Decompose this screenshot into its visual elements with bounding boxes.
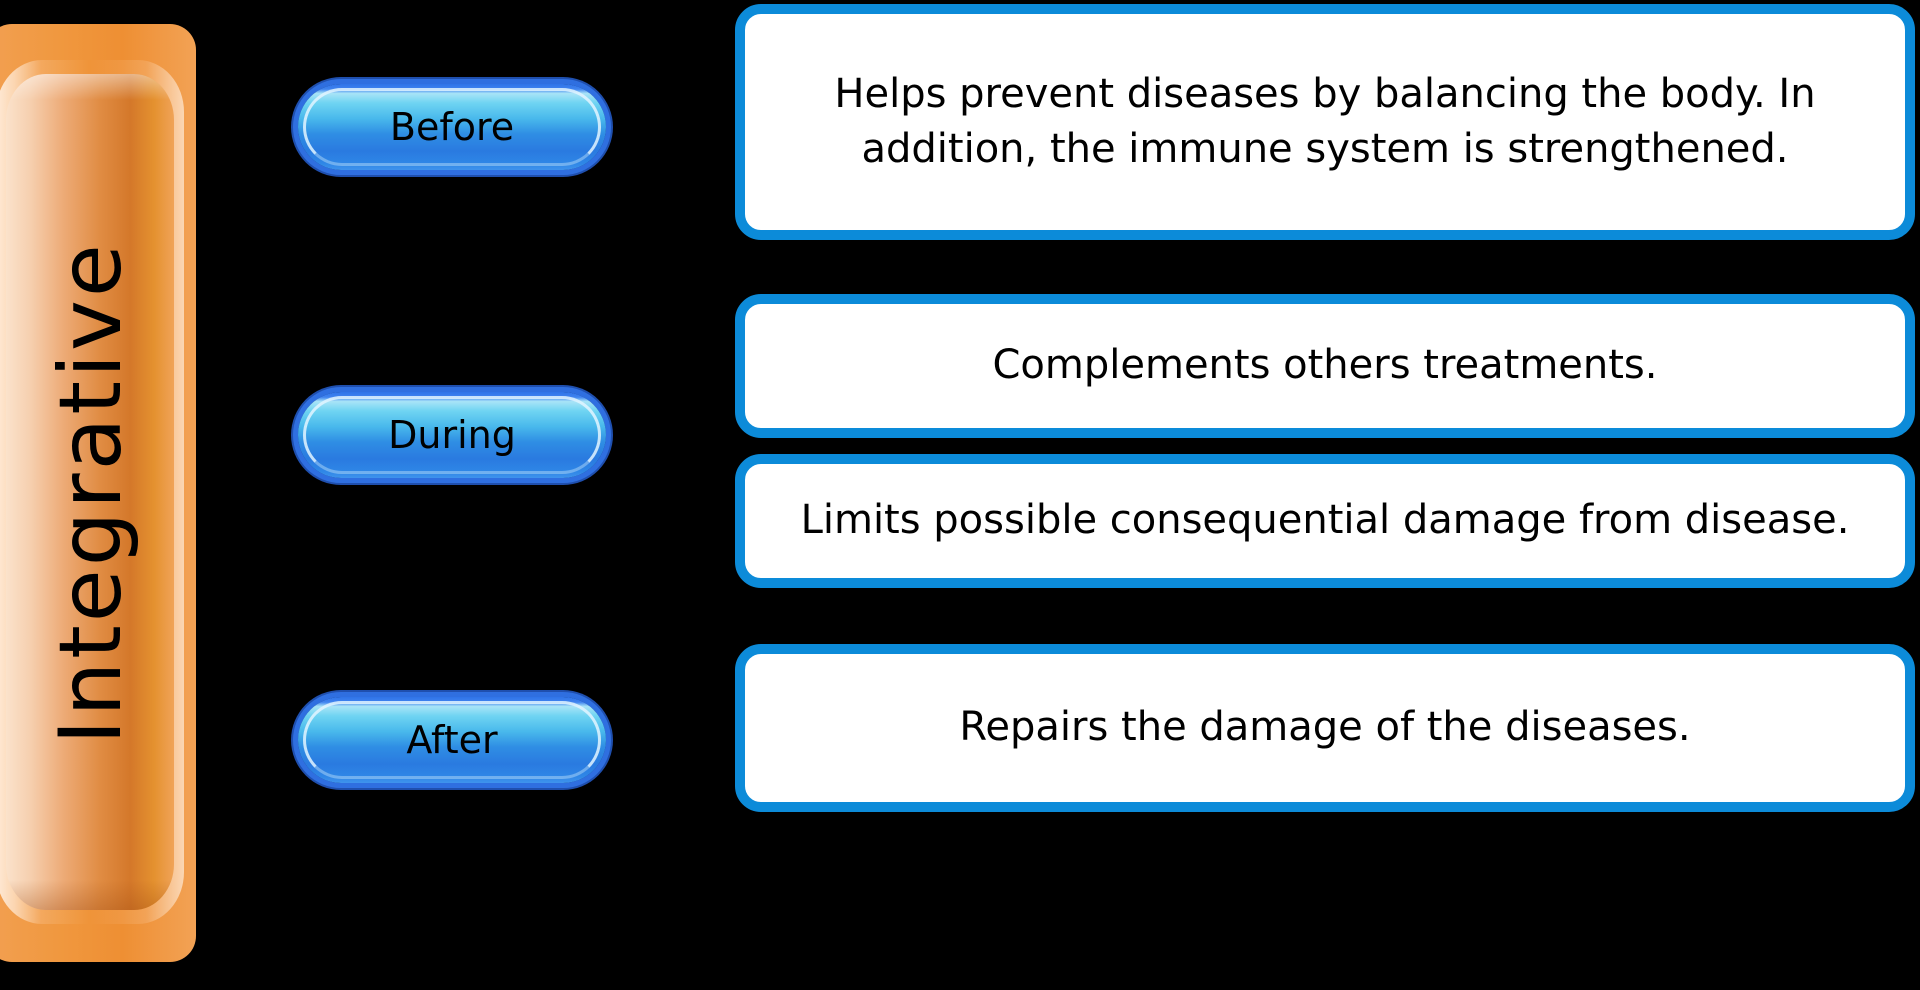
stage-pill-after[interactable]: After bbox=[298, 697, 606, 783]
info-card-after-text: Repairs the damage of the diseases. bbox=[959, 704, 1691, 751]
info-card-before[interactable]: Helps prevent diseases by balancing the … bbox=[735, 4, 1915, 240]
category-bar-gloss-top bbox=[6, 74, 174, 100]
stage-pill-during[interactable]: During bbox=[298, 392, 606, 478]
stage-pill-during-label: During bbox=[388, 413, 516, 457]
stage-pill-before-label: Before bbox=[389, 105, 515, 149]
info-card-during-complements-text: Complements others treatments. bbox=[992, 342, 1658, 389]
info-card-before-text: Helps prevent diseases by balancing the … bbox=[834, 70, 1816, 172]
category-bar-integrative[interactable]: Integrative bbox=[0, 24, 196, 962]
info-card-during-limits[interactable]: Limits possible consequential damage fro… bbox=[735, 454, 1915, 588]
info-card-after[interactable]: Repairs the damage of the diseases. bbox=[735, 644, 1915, 812]
stage-pill-after-label: After bbox=[406, 718, 498, 762]
category-bar-gloss-bottom bbox=[6, 880, 174, 910]
category-bar-inner-panel bbox=[6, 74, 174, 910]
stage-pill-before[interactable]: Before bbox=[298, 84, 606, 170]
info-card-during-limits-text: Limits possible consequential damage fro… bbox=[800, 497, 1850, 544]
info-card-during-complements[interactable]: Complements others treatments. bbox=[735, 294, 1915, 438]
